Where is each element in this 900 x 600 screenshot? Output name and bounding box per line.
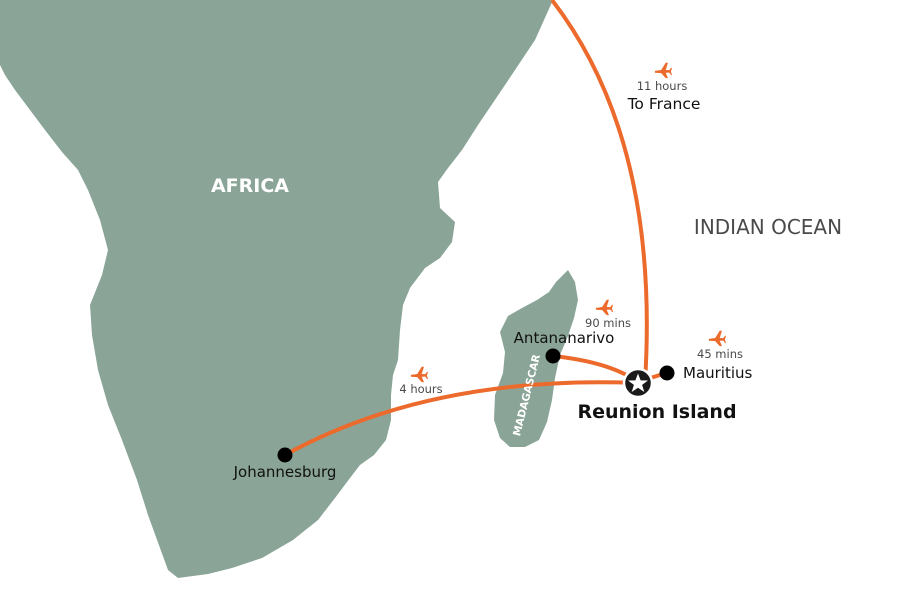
route-johannesburg: [284, 380, 639, 457]
route-duration-label: 45 mins: [697, 347, 743, 361]
city-label-johannesburg: Johannesburg: [233, 463, 337, 481]
indian-ocean-label: INDIAN OCEAN: [694, 215, 842, 239]
route-duration-label: 90 mins: [585, 316, 631, 330]
city-marker-antananarivo[interactable]: [545, 348, 561, 364]
route-duration-label: 4 hours: [399, 382, 442, 396]
city-label-antananarivo: Antananarivo: [514, 329, 615, 347]
city-marker-johannesburg[interactable]: [277, 447, 293, 463]
city-marker-mauritius[interactable]: [659, 365, 675, 381]
route-destination-label: To France: [627, 95, 701, 113]
africa-landmass: [0, 0, 553, 578]
hub-label: Reunion Island: [577, 401, 736, 423]
madagascar-landmass: [494, 270, 578, 447]
hub-marker-reunion[interactable]: [622, 367, 654, 399]
route-france: [550, 0, 649, 383]
star-icon: [628, 373, 648, 392]
route-duration-label: 11 hours: [637, 79, 688, 93]
africa-label: AFRICA: [211, 175, 289, 197]
city-label-mauritius: Mauritius: [683, 364, 753, 382]
